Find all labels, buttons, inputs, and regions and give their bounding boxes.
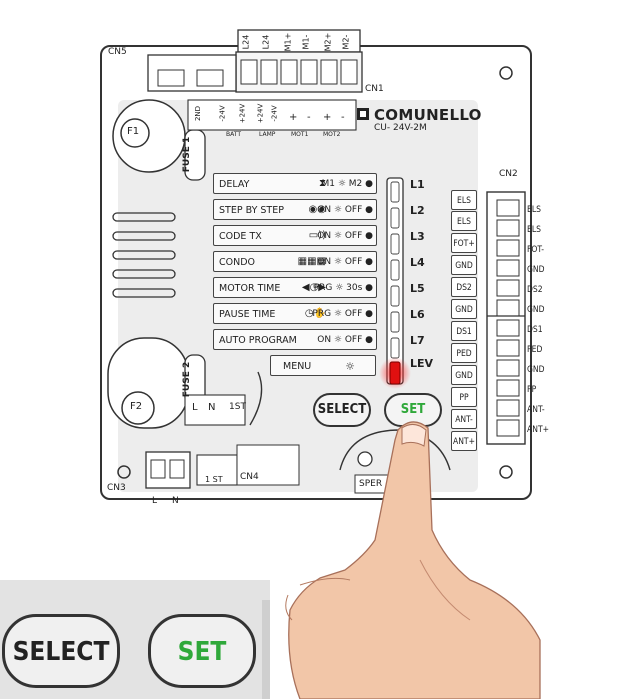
menu-name: MOTOR TIME (219, 283, 281, 294)
select-button[interactable]: SELECT (313, 393, 371, 427)
power-label: - (341, 112, 345, 123)
menu-option: M1 ☼ M2 ● (321, 179, 374, 189)
menu-row-code-tx: CODE TX ▭)) ON ☼ OFF ● (213, 225, 377, 246)
power-label: - (307, 112, 311, 123)
menu-row-pause-time: PAUSE TIME ◷✋ PRG ☼ OFF ● (213, 303, 377, 324)
led-lev-active (389, 361, 401, 385)
menu-name: CONDO (219, 257, 256, 268)
menu-name: DELAY (219, 179, 250, 190)
vent-slots (112, 212, 176, 298)
terminal-label: ANT- (451, 409, 477, 429)
fuse-f1-label: F1 (127, 126, 140, 137)
led-label: L4 (410, 256, 425, 269)
cn2-terminal-label: GND (527, 265, 545, 275)
step-go-icon: ◉◉ (308, 204, 326, 215)
cn2-terminal-label: GND (527, 365, 545, 375)
cn2-terminal-label: ANT- (527, 405, 545, 415)
cn5-label: CN5 (108, 47, 127, 57)
menu-option: PRG ☼ 30s ● (313, 283, 373, 293)
cn1-label: CN1 (365, 84, 384, 94)
terminal-label: ELS (451, 190, 477, 210)
cn3-l-label: L (152, 496, 158, 506)
terminal-label: GND (451, 255, 477, 275)
zoom-set-button: SET (148, 614, 256, 688)
terminal-1st-label: 1ST (229, 402, 246, 412)
power-terminal-strip (187, 99, 357, 131)
menu-row-menu: MENU ☼ (270, 355, 376, 376)
group-label-batt: BATT (226, 131, 241, 138)
terminal-label: DS1 (451, 321, 477, 341)
model-name: CU- 24V-2M (374, 123, 427, 133)
terminal-label: FOT+ (451, 233, 477, 253)
cn2-label: CN2 (499, 169, 518, 179)
remote-transmitter-icon: ▭)) (308, 230, 326, 241)
menu-option: ON ☼ OFF ● (317, 335, 373, 345)
led-label: L6 (410, 308, 425, 321)
terminal-label: ANT+ (451, 431, 477, 451)
led-label: L2 (410, 204, 425, 217)
terminal-label: GND (451, 365, 477, 385)
led-label: L1 (410, 178, 425, 191)
cn4-1st-label: 1 ST (205, 475, 223, 484)
clock-arrows-icon: ◀◷▶ (301, 282, 326, 293)
clock-hand-icon: ◷✋ (304, 308, 326, 319)
menu-name: AUTO PROGRAM (219, 335, 297, 346)
cn2-terminal-label: DS1 (527, 325, 543, 335)
menu-option: ON ☼ OFF ● (317, 231, 373, 241)
power-label: + (323, 112, 332, 123)
power-label: + (289, 112, 298, 123)
menu-row-delay: DELAY ⧗ M1 ☼ M2 ● (213, 173, 377, 194)
cn3-n-label: N (172, 496, 179, 506)
brand-name: COMUNELLO (374, 106, 482, 124)
cn4-label: CN4 (240, 472, 259, 482)
cn2-terminal-label: DS2 (527, 285, 543, 295)
menu-option: ON ☼ OFF ● (317, 205, 373, 215)
sper-label: SPER (359, 479, 383, 489)
terminal-label: PP (451, 387, 477, 407)
cn3-label: CN3 (107, 483, 126, 493)
cn2-terminal-label: ANT+ (527, 425, 550, 435)
terminal-label: DS2 (451, 277, 477, 297)
group-label-mot2: MOT2 (323, 131, 341, 138)
terminal-label: GND (451, 299, 477, 319)
menu-name: MENU (283, 361, 312, 372)
cn2-terminal-label: ELS (527, 225, 541, 235)
cn2-terminal-label: PED (527, 345, 543, 355)
terminal-label: PED (451, 343, 477, 363)
led-label: L3 (410, 230, 425, 243)
menu-row-auto-program: AUTO PROGRAM ON ☼ OFF ● (213, 329, 377, 350)
cn2-terminal-label: FOT- (527, 245, 545, 255)
cn4-block (196, 454, 238, 486)
cn2-terminal-label: GND (527, 305, 545, 315)
fuse-f2-label: F2 (130, 401, 143, 412)
menu-name: PAUSE TIME (219, 309, 276, 320)
mount-hole-top-right (499, 66, 513, 80)
menu-row-motor-time: MOTOR TIME ◀◷▶ PRG ☼ 30s ● (213, 277, 377, 298)
menu-row-step-by-step: STEP BY STEP ◉◉ ON ☼ OFF ● (213, 199, 377, 220)
building-icon: ▦▦▦ (297, 256, 326, 267)
led-label: L7 (410, 334, 425, 347)
menu-option: PRG ☼ OFF ● (312, 309, 373, 319)
terminal-n-label: N (208, 402, 216, 413)
menu-name: STEP BY STEP (219, 205, 284, 216)
zoom-select-button: SELECT (2, 614, 120, 688)
terminal-l-label: L (192, 402, 198, 413)
sun-icon: ☼ (345, 360, 355, 373)
hourglass-icon: ⧗ (318, 178, 326, 189)
menu-row-condo: CONDO ▦▦▦ ON ☼ OFF ● (213, 251, 377, 272)
menu-name: CODE TX (219, 231, 262, 242)
cn2-terminal-label: ELS (527, 205, 541, 215)
cn2-terminal-label: PP (527, 385, 537, 395)
mount-hole-bottom-left (117, 465, 131, 479)
menu-option: ON ☼ OFF ● (317, 257, 373, 267)
led-label-lev: LEV (410, 357, 434, 370)
group-label-lamp: LAMP (259, 131, 276, 138)
group-label-mot1: MOT1 (291, 131, 309, 138)
terminal-label: ELS (451, 211, 477, 231)
led-label: L5 (410, 282, 425, 295)
mount-hole-bottom-right (499, 465, 513, 479)
